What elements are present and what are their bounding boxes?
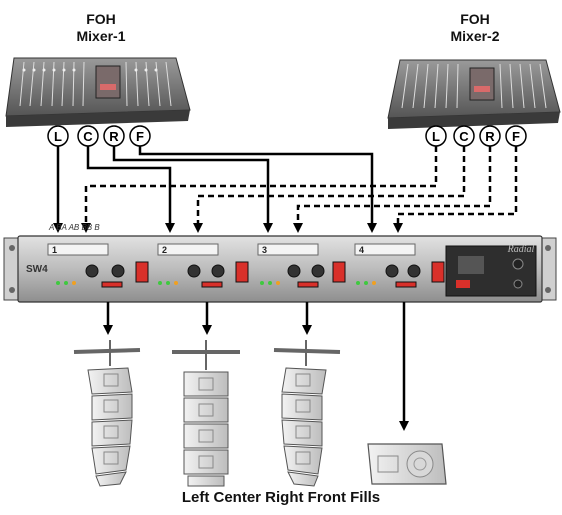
cable-m1-F [138,146,377,233]
mixer-2-title-line2: Mixer-2 [450,28,500,44]
mixer-1-title-line1: FOH [86,11,116,27]
mixer-2-output-R-label: R [485,129,495,144]
mixer-2-output-C-label: C [459,129,469,144]
mixer-2-console-icon [387,59,561,129]
mixer-1-title: FOH Mixer-1 [41,11,161,45]
rack-model-label: SW4 [26,264,48,275]
center-line-array-speaker-icon [172,340,240,487]
mixer-1-cables [53,146,377,233]
mixer-1-outputs: L C R F [47,125,151,147]
mixer-1-output-R-label: R [109,129,119,144]
cable-m1-R [112,146,273,233]
rack-channel-1-number: 1 [52,245,57,255]
output-arrows [103,302,409,431]
rack-channel-4-number: 4 [359,245,364,255]
mixer-1-title-line2: Mixer-1 [76,28,126,44]
mixer-2-title-line1: FOH [460,11,490,27]
mixer-1-console-icon [5,57,191,127]
mixer-1-output-R: R [103,125,125,147]
mixer-1-output-L: L [47,125,69,147]
mixer-1-output-L-label: L [54,129,62,144]
mixer-1-output-F: F [129,125,151,147]
input-ab-legend: A BA AB BB B [48,223,100,232]
cable-m1-C [86,146,175,233]
rack-brand-logo: Radial [507,244,535,255]
mixer-2-output-F: F [505,125,527,147]
cable-m2-C [193,146,466,233]
front-fill-wedge-speaker-icon [367,443,447,485]
rack-channel-2-number: 2 [162,245,167,255]
rack-switcher-unit [3,235,557,303]
cable-m2-L [81,146,438,233]
mixer-2-output-C: C [453,125,475,147]
mixer-1-output-C: C [77,125,99,147]
mixer-2-cables [81,146,518,233]
rack-channel-3-number: 3 [262,245,267,255]
cable-m2-F [393,146,518,233]
mixer-2-output-L-label: L [432,129,440,144]
right-line-array-speaker-icon [273,340,341,487]
speaker-caption: Left Center Right Front Fills [181,489,381,506]
mixer-2-output-F-label: F [512,129,520,144]
mixer-1-output-F-label: F [136,129,144,144]
mixer-1-output-C-label: C [83,129,93,144]
mixer-2-title: FOH Mixer-2 [415,11,535,45]
mixer-2-output-R: R [479,125,501,147]
cable-m2-R [293,146,492,233]
left-line-array-speaker-icon [73,340,141,487]
mixer-2-output-L: L [425,125,447,147]
mixer-2-outputs: L C R F [425,125,527,147]
